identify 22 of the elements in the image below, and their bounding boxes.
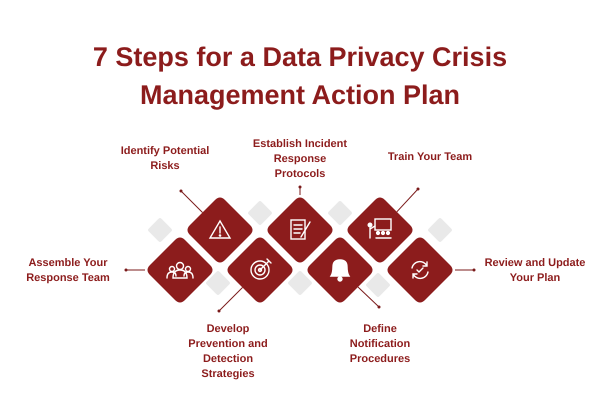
leader-line: [396, 188, 420, 212]
leader-line: [454, 268, 476, 272]
leader-line: [357, 286, 380, 308]
diamond-tile: [188, 198, 252, 262]
step-label: Define Notification Procedures: [338, 322, 422, 367]
diamond-tile: [228, 238, 292, 302]
diamond-tile: [148, 238, 212, 302]
step-label: Review and Update Your Plan: [475, 256, 595, 286]
leader-line: [124, 268, 146, 272]
title: 7 Steps for a Data Privacy Crisis Management Action Plan: [92, 41, 508, 112]
diamond-tile: [268, 198, 332, 262]
leader-line: [180, 190, 203, 213]
diamond-tile: [348, 198, 412, 262]
step-label: Identify Potential Risks: [105, 144, 225, 174]
diamond-tile: [388, 238, 452, 302]
diamond-tile: [308, 238, 372, 302]
step-label: Assemble Your Response Team: [13, 256, 123, 286]
leader-line: [218, 287, 243, 312]
step-label: Establish Incident Response Protocols: [248, 137, 352, 182]
step-label: Develop Prevention and Detection Strategies: [180, 322, 276, 382]
step-label: Train Your Team: [370, 150, 490, 165]
leader-line: [298, 186, 302, 196]
